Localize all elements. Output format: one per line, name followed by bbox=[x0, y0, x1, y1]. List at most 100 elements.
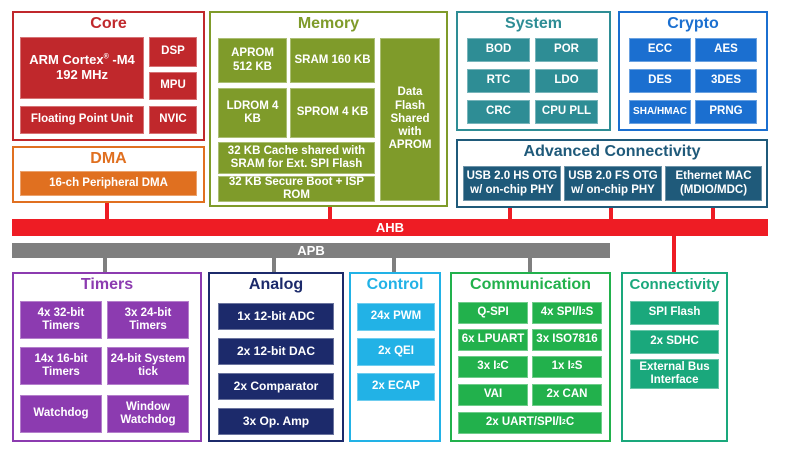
apb-label: APB bbox=[297, 243, 325, 258]
adv-conn-title: Advanced Connectivity bbox=[523, 143, 701, 160]
memory-title: Memory bbox=[297, 15, 360, 32]
analog-apb-connector bbox=[272, 258, 276, 272]
ecap-block: 2x ECAP bbox=[357, 373, 435, 401]
system-rtc: RTC bbox=[467, 69, 530, 93]
vai-block: VAI bbox=[458, 384, 528, 406]
timer-24bit: 3x 24-bit Timers bbox=[107, 301, 189, 339]
crypto-aes: AES bbox=[695, 38, 757, 62]
system-por: POR bbox=[535, 38, 598, 62]
dsp-block: DSP bbox=[149, 37, 197, 67]
communication-apb-connector bbox=[528, 258, 532, 272]
connectivity-ahb-connector bbox=[672, 236, 676, 272]
mpu-block: MPU bbox=[149, 72, 197, 100]
sdhc-block: 2x SDHC bbox=[630, 330, 719, 354]
timer-16bit: 14x 16-bit Timers bbox=[20, 347, 102, 385]
usb-fs-ahb-connector bbox=[609, 208, 613, 219]
timers-apb-connector bbox=[103, 258, 107, 272]
crypto-ecc: ECC bbox=[629, 38, 691, 62]
control-panel: Control 24x PWM 2x QEI 2x ECAP bbox=[349, 272, 441, 442]
system-crc: CRC bbox=[467, 100, 530, 124]
cpu-name: ARM Cortex bbox=[29, 52, 104, 68]
i2c-text-b: C bbox=[500, 360, 509, 373]
iso7816-block: 3x ISO7816 bbox=[532, 329, 602, 351]
system-panel: System BOD POR RTC LDO CRC CPU PLL bbox=[456, 11, 611, 131]
pwm-block: 24x PWM bbox=[357, 303, 435, 331]
ahb-bus: AHB bbox=[12, 219, 768, 236]
i2c-text: 3x I bbox=[477, 360, 497, 373]
ethernet-block: Ethernet MAC (MDIO/MDC) bbox=[665, 166, 762, 201]
dma-ahb-connector bbox=[105, 203, 109, 219]
spi-i2s-text-b: S bbox=[585, 306, 594, 319]
i2s-text-b: S bbox=[574, 360, 583, 373]
usb-hs-block: USB 2.0 HS OTG w/ on-chip PHY bbox=[463, 166, 561, 201]
system-title: System bbox=[505, 15, 562, 32]
ethernet-ahb-connector bbox=[711, 208, 715, 219]
cpu-variant: -M4 bbox=[108, 52, 135, 68]
connectivity-title: Connectivity bbox=[629, 276, 720, 293]
cache-block: 32 KB Cache shared with SRAM for Ext. SP… bbox=[218, 142, 375, 174]
watchdog: Watchdog bbox=[20, 395, 102, 433]
timer-32bit: 4x 32-bit Timers bbox=[20, 301, 102, 339]
spi-i2s-sup: 2 bbox=[581, 308, 586, 316]
i2s-sup: 2 bbox=[570, 362, 575, 370]
crypto-panel: Crypto ECC AES DES 3DES SHA/HMAC PRNG bbox=[618, 11, 768, 131]
qei-block: 2x QEI bbox=[357, 338, 435, 366]
crypto-des: DES bbox=[629, 69, 691, 93]
qspi-block: Q-SPI bbox=[458, 302, 528, 324]
analog-title: Analog bbox=[248, 276, 304, 293]
aprom-block: APROM 512 KB bbox=[218, 38, 287, 83]
usb-hs-ahb-connector bbox=[508, 208, 512, 219]
dac-block: 2x 12-bit DAC bbox=[218, 338, 334, 365]
spi-flash-block: SPI Flash bbox=[630, 301, 719, 325]
cpu-block: ARM Cortex® -M4 192 MHz bbox=[20, 37, 144, 99]
timers-title: Timers bbox=[80, 276, 134, 293]
dma-block: 16-ch Peripheral DMA bbox=[20, 171, 197, 196]
dma-panel: DMA 16-ch Peripheral DMA bbox=[12, 146, 205, 203]
crypto-3des: 3DES bbox=[695, 69, 757, 93]
uart-text: 2x UART/SPI/I bbox=[485, 416, 562, 429]
dma-title: DMA bbox=[90, 150, 127, 167]
comparator-block: 2x Comparator bbox=[218, 373, 334, 400]
communication-title: Communication bbox=[470, 276, 591, 293]
i2s-text: 1x I bbox=[551, 360, 571, 373]
memory-ahb-connector bbox=[328, 207, 332, 219]
data-flash-block: Data Flash Shared with APROM bbox=[380, 38, 440, 201]
adv-conn-panel: Advanced Connectivity USB 2.0 HS OTG w/ … bbox=[456, 139, 768, 208]
connectivity-panel: Connectivity SPI Flash 2x SDHC External … bbox=[621, 272, 728, 442]
uart-sup: 2 bbox=[561, 418, 566, 426]
control-apb-connector bbox=[392, 258, 396, 272]
secure-boot-block: 32 KB Secure Boot + ISP ROM bbox=[218, 176, 375, 202]
ahb-label: AHB bbox=[375, 220, 405, 235]
i2c-sup: 2 bbox=[496, 362, 501, 370]
crypto-title: Crypto bbox=[667, 15, 719, 32]
can-block: 2x CAN bbox=[532, 384, 602, 406]
crypto-prng: PRNG bbox=[695, 100, 757, 124]
sram-block: SRAM 160 KB bbox=[290, 38, 375, 83]
window-watchdog: Window Watchdog bbox=[107, 395, 189, 433]
usb-fs-block: USB 2.0 FS OTG w/ on-chip PHY bbox=[564, 166, 662, 201]
system-ldo: LDO bbox=[535, 69, 598, 93]
crypto-sha-hmac: SHA/HMAC bbox=[629, 100, 691, 124]
lpuart-block: 6x LPUART bbox=[458, 329, 528, 351]
cpu-reg-mark: ® bbox=[103, 53, 109, 61]
core-title: Core bbox=[90, 15, 127, 32]
system-bod: BOD bbox=[467, 38, 530, 62]
nvic-block: NVIC bbox=[149, 106, 197, 134]
sprom-block: SPROM 4 KB bbox=[290, 88, 375, 138]
control-title: Control bbox=[366, 276, 424, 293]
memory-panel: Memory APROM 512 KB SRAM 160 KB LDROM 4 … bbox=[209, 11, 448, 207]
fpu-block: Floating Point Unit bbox=[20, 106, 144, 134]
system-tick: 24-bit System tick bbox=[107, 347, 189, 385]
system-cpu-pll: CPU PLL bbox=[535, 100, 598, 124]
apb-bus: APB bbox=[12, 243, 610, 258]
adc-block: 1x 12-bit ADC bbox=[218, 303, 334, 330]
cpu-freq: 192 MHz bbox=[55, 67, 109, 82]
uart-text-b: C bbox=[565, 416, 575, 429]
analog-panel: Analog 1x 12-bit ADC 2x 12-bit DAC 2x Co… bbox=[208, 272, 344, 442]
core-panel: Core ARM Cortex® -M4 192 MHz Floating Po… bbox=[12, 11, 205, 141]
